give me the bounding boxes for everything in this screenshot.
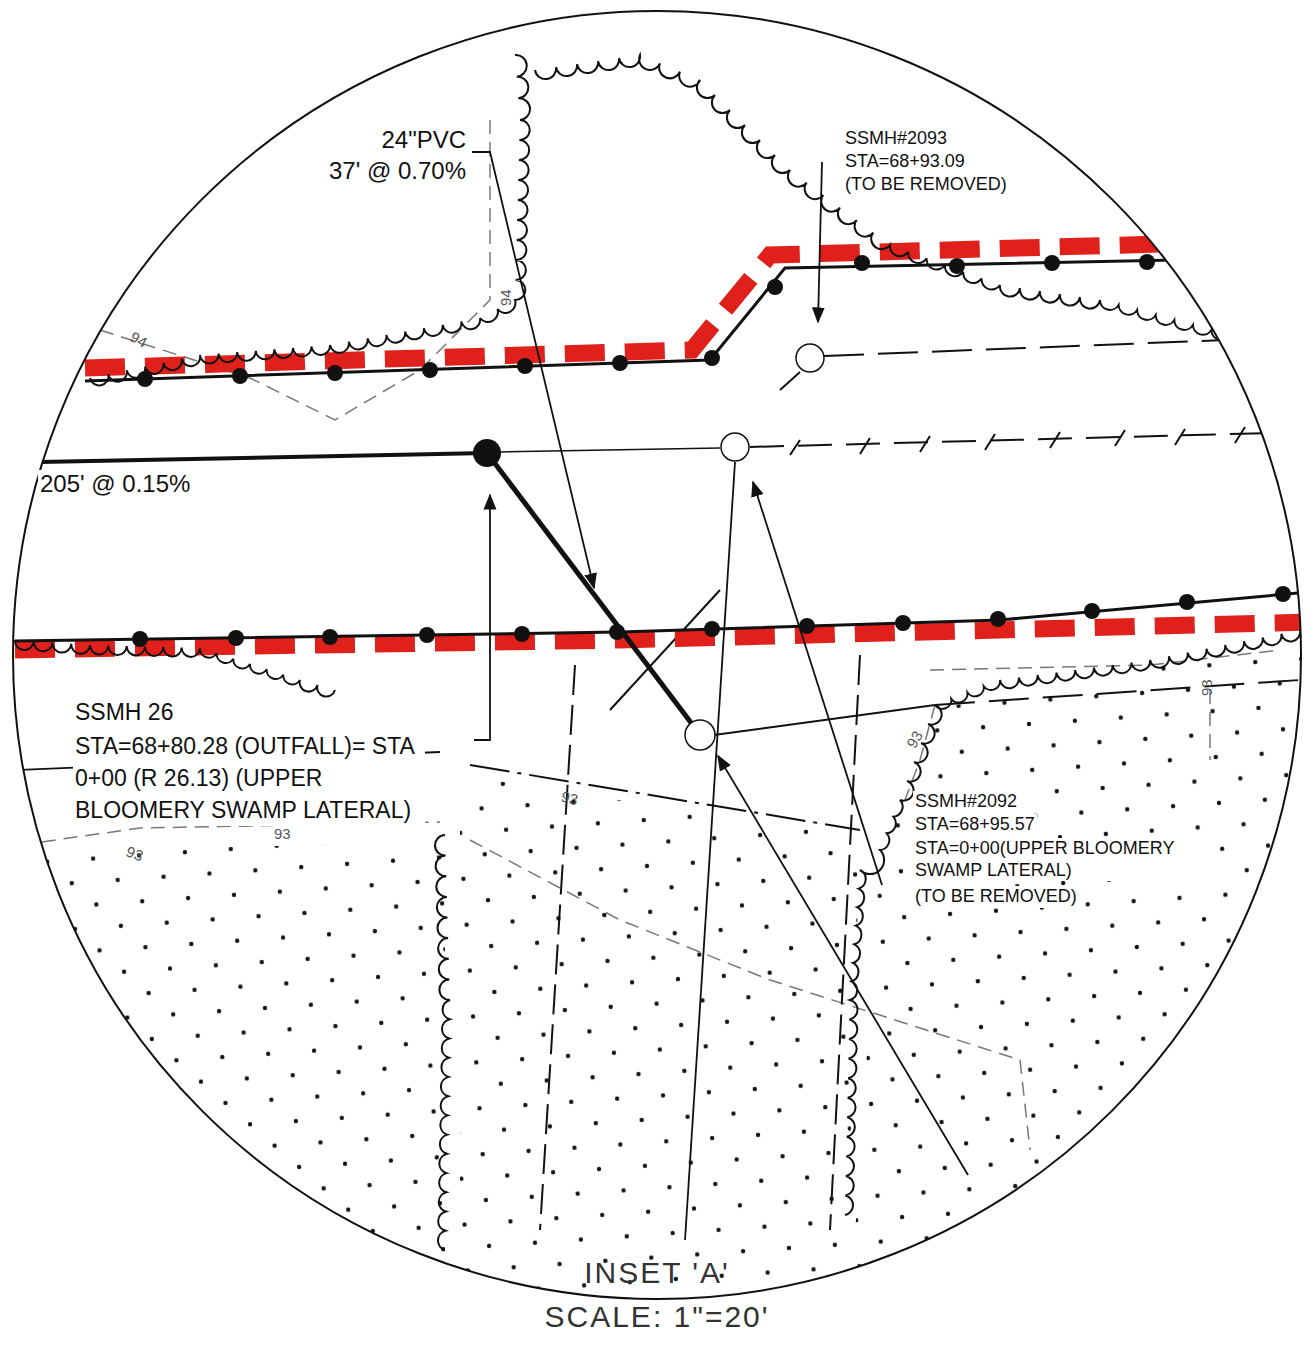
tree-line xyxy=(90,318,480,385)
tree-line xyxy=(15,55,1300,1250)
tree-line xyxy=(15,640,335,697)
fence-post xyxy=(1044,255,1060,271)
fence-post xyxy=(895,615,911,631)
pipe-size: 24"PVC xyxy=(379,126,468,155)
fence-post xyxy=(612,355,628,371)
station: STA=68+95.57 xyxy=(913,814,1037,836)
station: STA=68+93.09 xyxy=(843,151,967,173)
contour-elevation: 94 xyxy=(497,287,515,308)
tree-line xyxy=(845,705,942,1215)
manhole-id: SSMH#2093 xyxy=(843,128,949,150)
fence-post xyxy=(514,626,530,642)
tree-line xyxy=(435,835,450,1250)
fence-post xyxy=(1139,254,1155,270)
contour-elevation: 93 xyxy=(272,825,293,843)
fence-post xyxy=(1084,603,1100,619)
tree-line xyxy=(935,630,1300,709)
tree-line xyxy=(535,55,1230,340)
abandoned-sewer xyxy=(500,427,1270,455)
fence-post xyxy=(854,255,870,271)
fence-line xyxy=(15,260,1310,641)
status-note: (TO BE REMOVED) xyxy=(913,886,1079,908)
contour-elevation: 94 xyxy=(125,327,152,353)
inset-content xyxy=(15,55,1310,1310)
fence-post xyxy=(232,368,248,384)
wetland-stipple xyxy=(15,640,1310,1310)
fence-post xyxy=(1275,586,1291,602)
fence-post xyxy=(419,627,435,643)
manhole-id: SSMH#2092 xyxy=(913,791,1019,813)
tree-line xyxy=(480,55,530,322)
pipe-length-slope: 205' @ 0.15% xyxy=(38,470,192,499)
fence-post xyxy=(990,611,1006,627)
manhole-id: SSMH 26 xyxy=(73,699,175,727)
fence-post xyxy=(327,365,343,381)
fence-post xyxy=(704,350,720,366)
status-note: (TO BE REMOVED) xyxy=(843,174,1009,196)
pipe-length-slope: 37' @ 0.70% xyxy=(327,157,468,186)
fence-post xyxy=(132,631,148,647)
fence-post xyxy=(517,358,533,374)
limit-of-work xyxy=(15,244,1310,650)
scale-caption: SCALE: 1"=20' xyxy=(0,1300,1314,1334)
inset-border xyxy=(13,11,1301,1299)
inset-title: INSET 'A' xyxy=(0,1256,1314,1290)
manhole-symbol xyxy=(685,344,824,750)
fence-post xyxy=(767,279,783,295)
fence-post xyxy=(322,629,338,645)
station-note: STA=68+80.28 (OUTFALL)= STA 0+00 (R 26.1… xyxy=(73,730,425,826)
contour-elevation: 93 xyxy=(1198,677,1216,698)
station-note: STA=0+00(UPPER BLOOMERY SWAMP LATERAL) xyxy=(913,838,1213,881)
survey-line xyxy=(470,340,1300,1230)
fence-post xyxy=(1179,594,1195,610)
fence-post xyxy=(132,254,1291,647)
leader-line xyxy=(20,152,968,1240)
fence-post xyxy=(228,630,244,646)
new-manhole xyxy=(473,439,501,467)
fence-post xyxy=(704,621,720,637)
fence-post xyxy=(422,362,438,378)
